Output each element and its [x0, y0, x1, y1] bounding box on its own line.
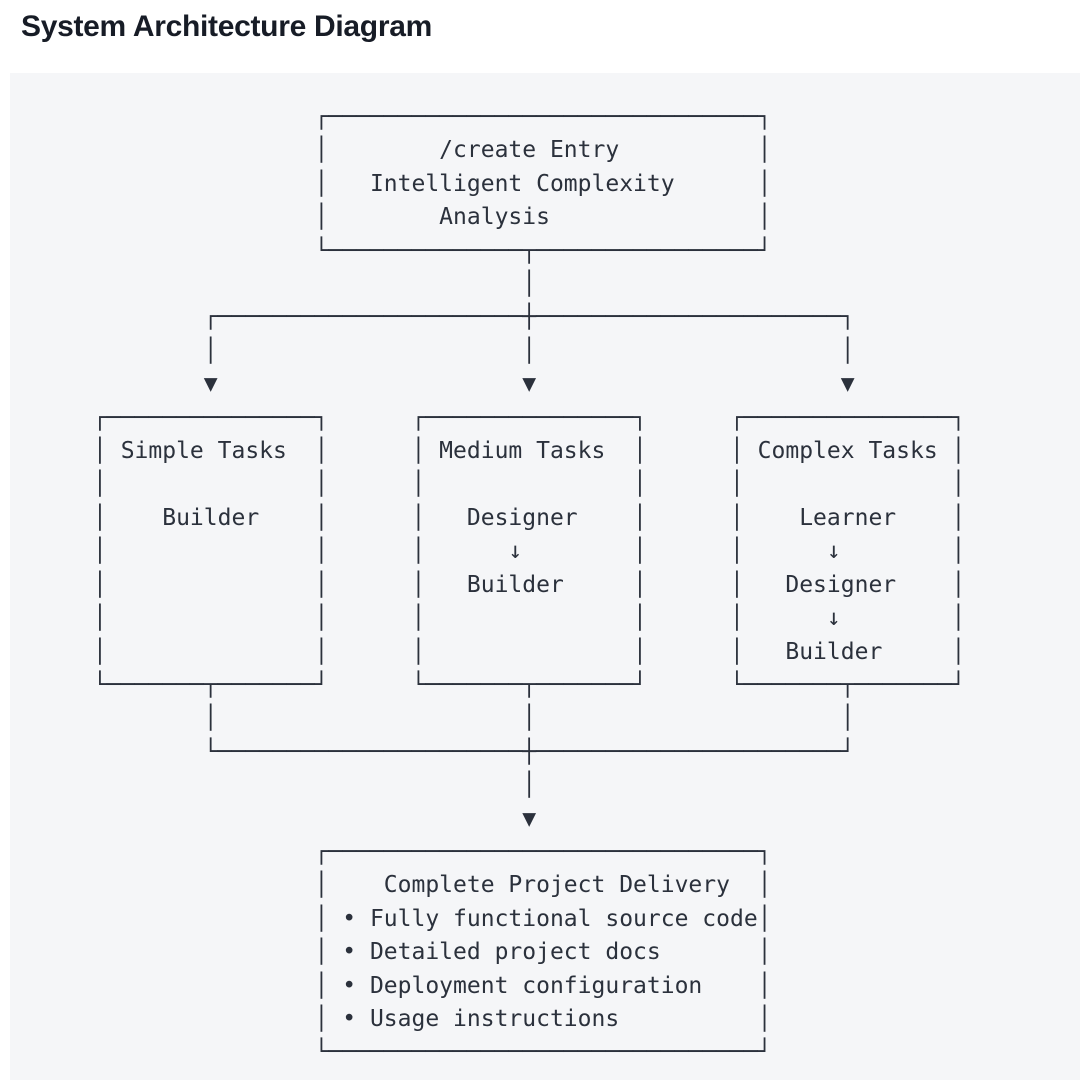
ascii-diagram: ┌───────────────────────────────┐ │ /cre… [93, 104, 966, 1066]
page-title: System Architecture Diagram [21, 10, 432, 43]
page-header: System Architecture Diagram [0, 0, 1080, 73]
diagram-panel: ┌───────────────────────────────┐ │ /cre… [10, 73, 1080, 1080]
